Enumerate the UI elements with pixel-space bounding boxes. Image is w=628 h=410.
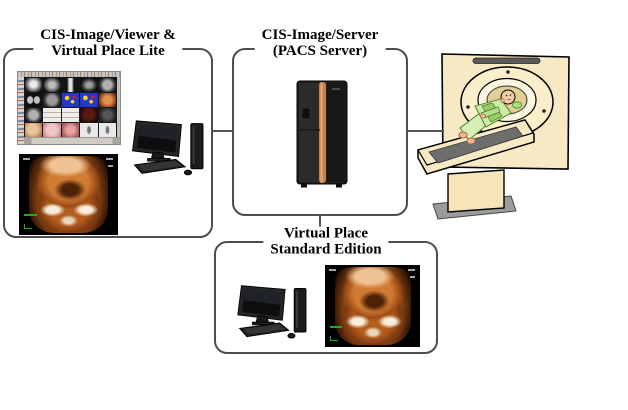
- overlay-text-speck: [328, 269, 336, 272]
- viewer-thumbnail-dark-gray: [98, 108, 116, 122]
- medical-viewer-screenshot: [17, 71, 121, 145]
- viewer-side-toolbar: [18, 77, 24, 144]
- scale-bar-annotation: [329, 325, 343, 328]
- volume-body-render: [28, 156, 109, 233]
- viewer-thumbnail-nm-blue: [61, 93, 80, 107]
- ct-scanner-illustration: [417, 53, 570, 220]
- standard-workstation-computer: [236, 283, 316, 343]
- viewer-thumbnail-ct-dark: [80, 78, 98, 92]
- server-box-title-line1: CIS-Image/Server: [261, 26, 379, 43]
- ct-top-slot: [472, 57, 541, 64]
- connector-server-to-ct-scanner: [406, 130, 444, 132]
- overlay-text-speck: [108, 165, 114, 168]
- ct-patient: [458, 89, 522, 145]
- standard-box-title-line1: Virtual Place: [283, 225, 369, 242]
- viewer-thumbnail-xray: [43, 78, 61, 92]
- viewer-thumbnail-endo-pink: [43, 123, 61, 137]
- viewer-toolbar: [18, 72, 120, 77]
- scale-bar-annotation: [23, 213, 37, 216]
- viewer-thumbnail-endo-tan: [25, 123, 43, 137]
- ct-pedestal: [447, 169, 505, 213]
- patient-hand: [480, 113, 486, 119]
- viewer-thumbnail-ct-round: [25, 108, 43, 122]
- overlay-text-speck: [106, 158, 114, 161]
- ct-volume-rendering-image: [325, 265, 420, 347]
- server-box-title-line2: (PACS Server): [272, 42, 368, 59]
- viewer-thumbnail-dark-red: [80, 108, 98, 122]
- viewer-thumbnail-xray-small: [80, 123, 98, 137]
- viewer-thumbnail-endo-red: [61, 123, 80, 137]
- viewer-scrollbar: [117, 77, 120, 138]
- orientation-marker: [329, 336, 338, 342]
- viewer-box-title-line1: CIS-Image/Viewer &: [40, 26, 176, 43]
- ct-volume-rendering-image: [19, 154, 118, 235]
- orientation-marker: [23, 224, 32, 230]
- viewer-thumbnail-xray-bright: [25, 78, 43, 92]
- headrest: [512, 101, 522, 109]
- viewer-workstation-computer: [129, 118, 215, 180]
- viewer-thumbnail-ct-dotty: [43, 93, 61, 107]
- viewer-box: CIS-Image/Viewer & Virtual Place Lite: [3, 27, 215, 238]
- viewer-thumbnail-sketch-white: [61, 108, 80, 122]
- viewer-statusbar: [24, 137, 120, 144]
- volume-body-render: [334, 267, 411, 345]
- standard-box-title: Virtual Place Standard Edition: [263, 225, 389, 259]
- viewer-thumbnail-ct-round: [98, 78, 116, 92]
- overlay-text-speck: [408, 269, 416, 272]
- viewer-thumbnail-ct-ovals: [25, 93, 43, 107]
- connector-viewer-to-server: [211, 130, 234, 132]
- overlay-text-speck: [410, 276, 416, 279]
- viewer-box-title: CIS-Image/Viewer & Virtual Place Lite: [33, 26, 183, 60]
- viewer-thumbnail-sketch-white: [43, 108, 61, 122]
- standard-box: Virtual Place Standard Edition: [214, 226, 438, 354]
- ct-table-pad: [428, 126, 524, 164]
- overlay-text-speck: [22, 158, 30, 161]
- viewer-thumbnail-fundus-orange: [98, 93, 116, 107]
- patient-foot: [466, 137, 476, 145]
- viewer-box-title-line2: Virtual Place Lite: [51, 42, 165, 59]
- patient-foot: [458, 131, 468, 139]
- standard-box-title-line2: Standard Edition: [270, 241, 382, 258]
- patient-ear: [500, 97, 505, 104]
- viewer-thumbnail-xray-bone: [61, 78, 80, 92]
- server-box-title: CIS-Image/Server (PACS Server): [254, 26, 386, 60]
- server-box: CIS-Image/Server (PACS Server): [232, 27, 408, 216]
- viewer-thumbnail-xray-small: [98, 123, 116, 137]
- viewer-thumbnail-nm-blue: [80, 93, 98, 107]
- pacs-server-tower: [296, 80, 348, 188]
- viewer-thumbnail-grid: [24, 77, 117, 138]
